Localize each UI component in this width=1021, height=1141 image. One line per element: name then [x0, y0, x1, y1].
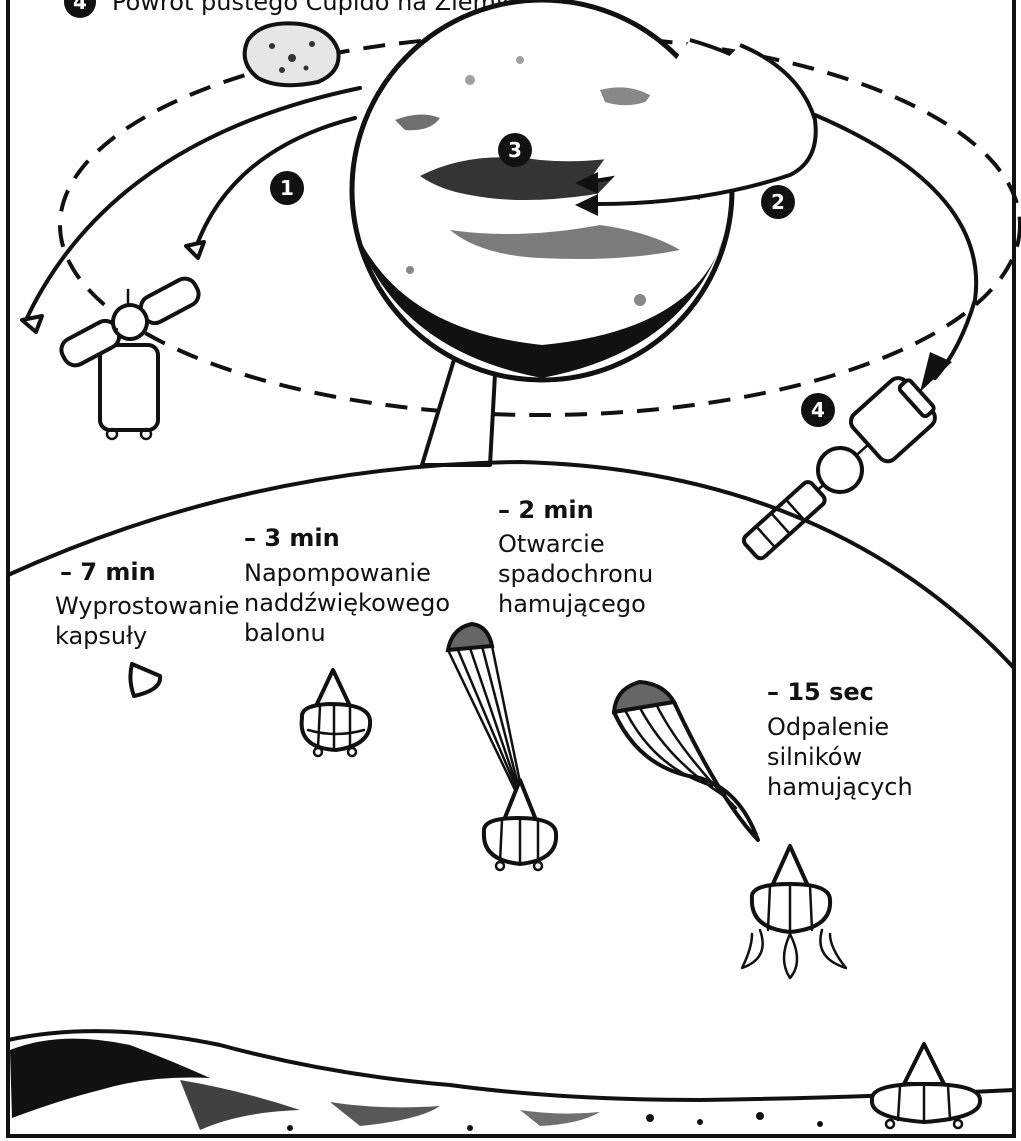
step-2: – 3 min Napompowanie naddźwiękowego balo… [244, 524, 450, 756]
capsule-icon [130, 664, 160, 696]
detached-parachute-icon [614, 682, 758, 840]
step-1-time: – 7 min [60, 558, 156, 586]
header: 4 Powrót pustego Cupido na Ziemię [64, 0, 517, 18]
ground-terrain [8, 1031, 1014, 1136]
capsule-small-icon [186, 242, 204, 258]
parachute-capsule-icon [448, 624, 556, 870]
svg-text:2: 2 [771, 190, 785, 214]
step-1-line-1: Wyprostowanie [55, 592, 239, 620]
step-1-line-2: kapsuły [55, 622, 147, 650]
step-4-line-2: silników [767, 743, 862, 771]
svg-text:1: 1 [280, 176, 294, 200]
step-2-line-1: Napompowanie [244, 559, 431, 587]
marker-1: 1 [270, 171, 304, 205]
satellite-icon [729, 371, 942, 571]
landed-capsule-icon [872, 1044, 980, 1128]
marker-4: 4 [801, 393, 835, 427]
step-3: – 2 min Otwarcie spadochronu hamującego [448, 496, 758, 870]
step-3-line-3: hamującego [498, 590, 646, 618]
step-3-line-1: Otwarcie [498, 530, 605, 558]
step-3-time: – 2 min [498, 496, 594, 524]
marker-3: 3 [498, 133, 532, 167]
step-4-line-1: Odpalenie [767, 713, 889, 741]
lander-firing-icon [742, 846, 846, 978]
step-1: – 7 min Wyprostowanie kapsuły [55, 558, 239, 696]
step-4-time: – 15 sec [767, 678, 874, 706]
step-2-line-3: balonu [244, 619, 326, 647]
step-2-line-2: naddźwiękowego [244, 589, 450, 617]
capsule-balloon-icon [302, 670, 370, 756]
header-title: Powrót pustego Cupido na Ziemię [112, 0, 517, 16]
marker-2: 2 [761, 185, 795, 219]
svg-text:4: 4 [811, 398, 825, 422]
step-2-time: – 3 min [244, 524, 340, 552]
step-4-line-3: hamujących [767, 773, 913, 801]
header-badge-number: 4 [73, 0, 87, 14]
capsule-small-icon [22, 316, 42, 332]
svg-text:3: 3 [508, 138, 522, 162]
step-4: – 15 sec Odpalenie silników hamujących [742, 678, 913, 978]
satellite-with-capsule-icon [56, 272, 204, 439]
step-3-line-2: spadochronu [498, 560, 653, 588]
